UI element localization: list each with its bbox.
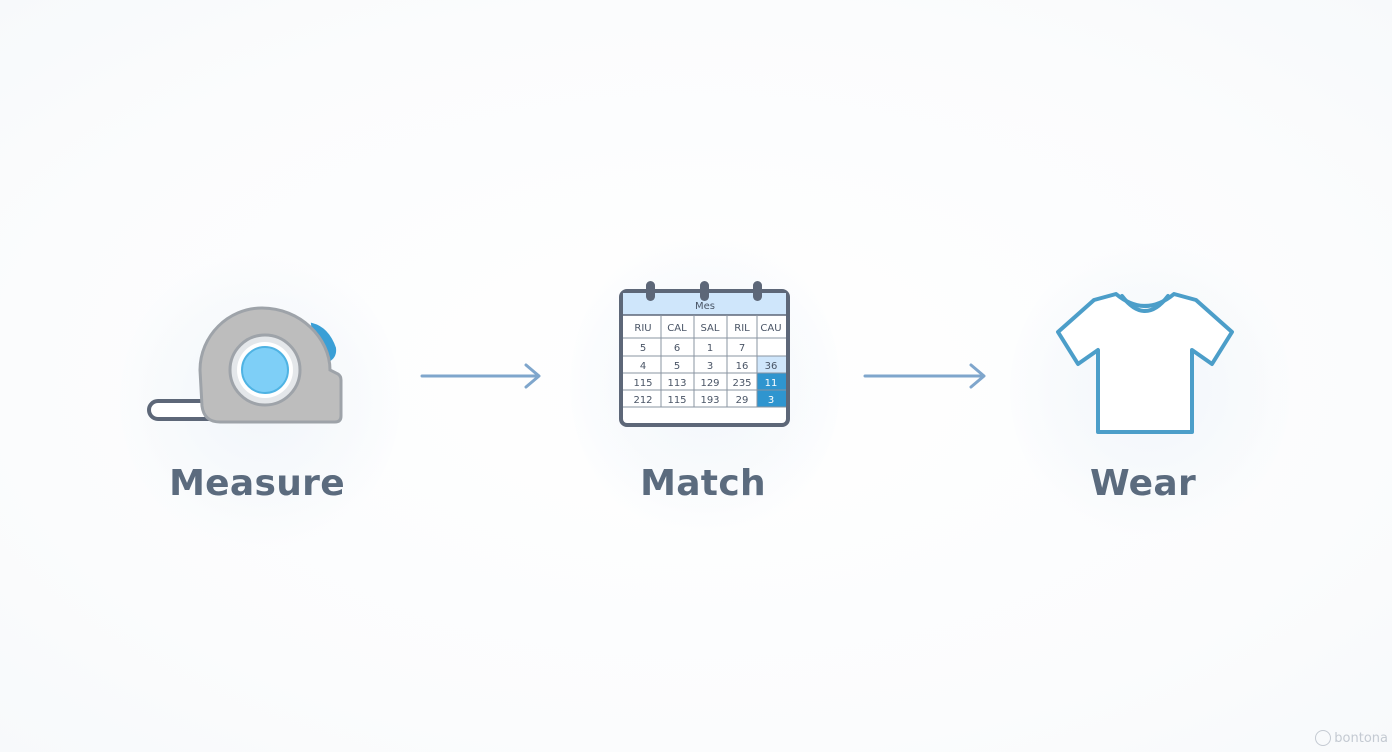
calendar-cell: 129 xyxy=(700,378,719,389)
calendar-cell: 115 xyxy=(667,395,686,406)
arrow-right-icon xyxy=(863,363,986,389)
calendar-cell: 1 xyxy=(707,343,713,354)
calendar-cell: 115 xyxy=(633,378,652,389)
calendar-cell: 6 xyxy=(674,343,680,354)
tape-measure-icon xyxy=(147,306,343,424)
calendar-cell: 16 xyxy=(736,361,749,372)
step-label-wear: Wear xyxy=(1089,463,1197,504)
watermark: bontona xyxy=(1315,730,1388,746)
watermark-text: bontona xyxy=(1334,730,1388,746)
calendar-header-2: CAL xyxy=(667,323,687,334)
calendar-cell: 5 xyxy=(674,361,680,372)
watermark-logo-icon xyxy=(1315,730,1332,746)
calendar-cell: 7 xyxy=(739,343,745,354)
calendar-cell: 3 xyxy=(707,361,713,372)
calendar-header-3: SAL xyxy=(701,323,720,334)
arrow-right-icon xyxy=(420,363,541,389)
calendar-cell: 5 xyxy=(640,343,646,354)
t-shirt-icon xyxy=(1056,292,1234,434)
step-label-measure: Measure xyxy=(169,463,345,504)
step-label-match: Match xyxy=(640,463,766,504)
calendar-cell: 212 xyxy=(633,395,652,406)
calendar-cell: 235 xyxy=(732,378,751,389)
calendar-header-5: CAU xyxy=(760,323,781,334)
calendar-header-4: RIL xyxy=(734,323,750,334)
calendar-header-1: RIU xyxy=(634,323,651,334)
calendar-icon: Mes RIU CAL SAL RIL CAU 5 6 1 7 4 5 xyxy=(619,281,790,427)
calendar-cell: 113 xyxy=(667,378,686,389)
calendar-cell: 36 xyxy=(765,361,778,372)
calendar-cell-highlight: 11 xyxy=(765,378,778,389)
calendar-cell: 4 xyxy=(640,361,646,372)
calendar-cell: 193 xyxy=(700,395,719,406)
calendar-cell: 29 xyxy=(736,395,749,406)
calendar-title: Mes xyxy=(695,301,715,312)
calendar-cell-highlight: 3 xyxy=(768,395,774,406)
